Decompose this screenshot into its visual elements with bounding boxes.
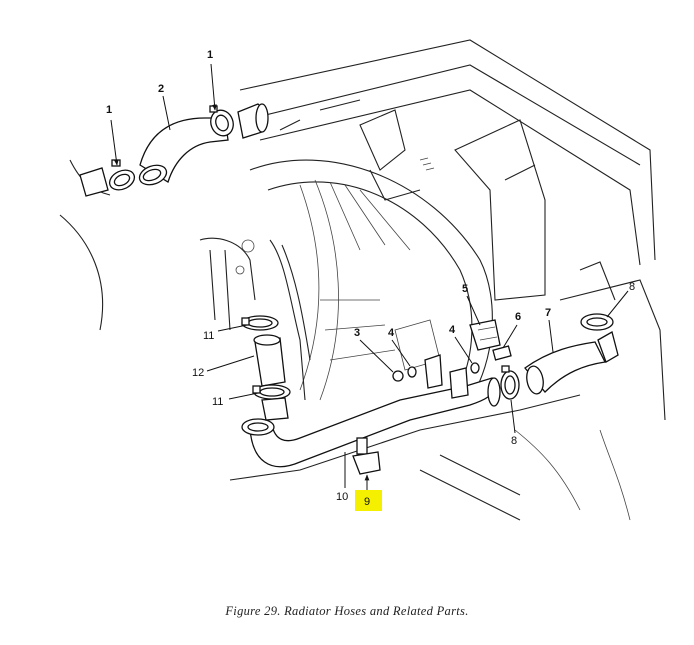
fitting-6: [492, 345, 512, 361]
callout-10: 10: [336, 491, 348, 503]
callout-11-upper: 11: [203, 330, 214, 342]
bracket-plate: [424, 354, 469, 399]
hose-clamp-8-upper: [580, 313, 614, 331]
washer-4-left: [407, 366, 417, 378]
callout-8-upper: 8: [629, 281, 635, 293]
tube-neck: [261, 397, 289, 421]
hose-7: [524, 331, 619, 395]
hose-clamp-left: [108, 159, 136, 191]
bracket-5: [469, 319, 501, 351]
callout-1-right: 1: [207, 49, 213, 61]
callout-2: 2: [158, 83, 164, 95]
figure-caption: Figure 29. Radiator Hoses and Related Pa…: [225, 604, 469, 618]
callout-3: 3: [354, 327, 360, 339]
callout-5: 5: [462, 283, 468, 295]
callout-9-highlight: [355, 490, 382, 511]
callout-4-right: 4: [449, 324, 456, 336]
washer-4-right: [470, 362, 480, 374]
callout-9: 9: [364, 496, 370, 508]
upper-radiator-hose: [138, 117, 229, 186]
drain-cock: [352, 437, 381, 475]
nut-3: [392, 370, 404, 382]
callout-8-lower: 8: [511, 435, 517, 447]
engine-frame-background: [59, 39, 666, 521]
callout-6: 6: [515, 311, 521, 323]
hose-clamp-8-lower: [500, 365, 520, 400]
callout-12: 12: [192, 367, 204, 379]
short-hose: [253, 334, 286, 387]
engine-water-outlet: [79, 167, 109, 197]
callout-1-left: 1: [106, 104, 112, 116]
lower-coolant-tube: [241, 377, 501, 468]
leader-lines: [110, 63, 629, 494]
callout-labels: 1 1 2 3 4 4 5 6 7 8 8 9 10 11 12 11: [106, 49, 635, 511]
callout-7: 7: [545, 307, 551, 319]
upper-radiator-outlet: [237, 103, 269, 139]
callout-11-lower: 11: [212, 396, 223, 408]
hose-clamp-11-lower: [252, 384, 291, 400]
callout-4-left: 4: [388, 327, 395, 339]
hose-clamp-11-upper: [241, 315, 279, 331]
